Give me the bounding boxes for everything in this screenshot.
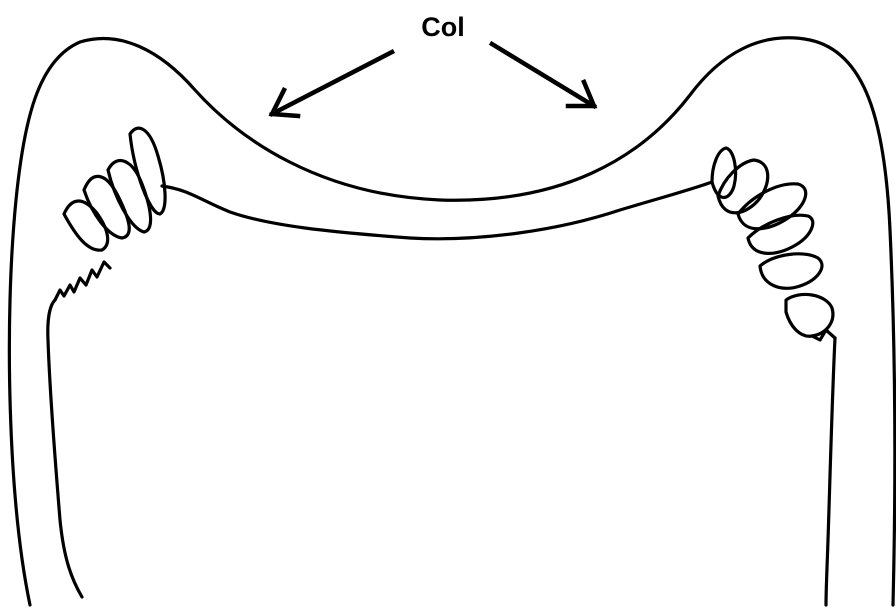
rete-ridge-left-1: [64, 201, 108, 250]
outer-outline: [9, 38, 895, 605]
col-label: Col: [421, 12, 465, 42]
rete-ridge-left-3: [108, 161, 151, 232]
inner-outline-right: [826, 338, 835, 605]
rete-ridge-right-2: [718, 160, 768, 213]
rete-ridge-left-base: [55, 262, 110, 300]
inner-outline-left: [48, 300, 82, 597]
arrow-left-shaft: [272, 52, 392, 114]
col-epithelium-border: [162, 182, 712, 239]
rete-ridge-right-5: [760, 254, 822, 288]
arrow-right-shaft: [492, 44, 594, 106]
